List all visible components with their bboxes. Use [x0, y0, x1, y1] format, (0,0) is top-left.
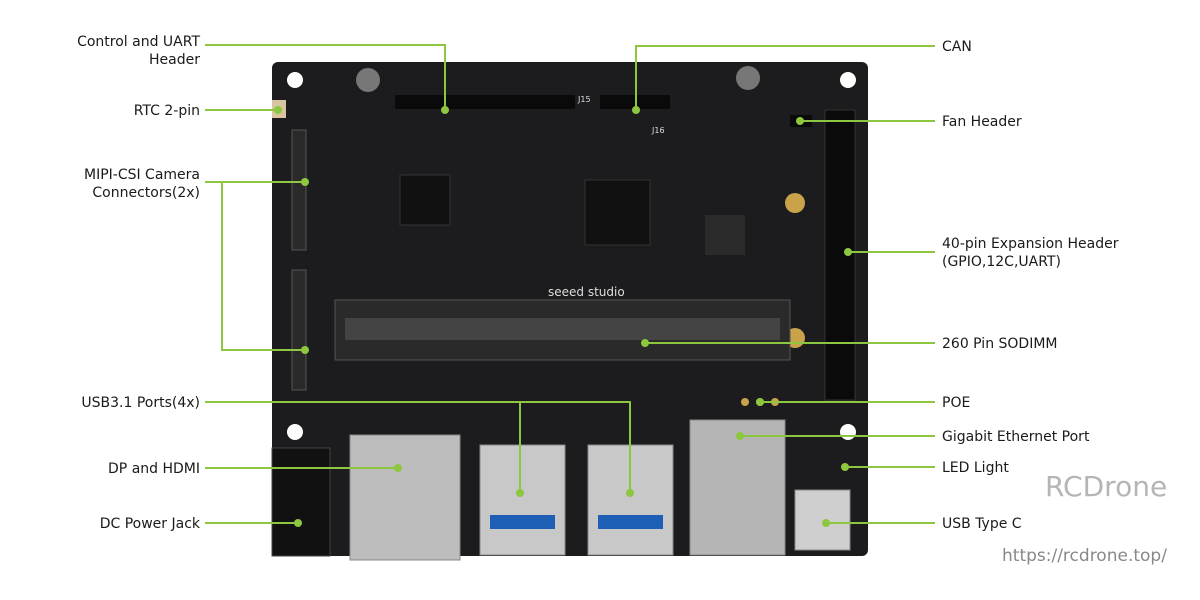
label-usb31: USB3.1 Ports(4x) [81, 395, 200, 411]
leader-dots [274, 106, 852, 527]
label-rtc: RTC 2-pin [133, 103, 200, 119]
label-line: 40-pin Expansion Header [942, 236, 1119, 252]
watermark-logo: RCDrone [1045, 470, 1168, 503]
label-can: CAN [942, 39, 972, 55]
mipi-connector-1 [291, 129, 307, 251]
label-line: MIPI-CSI Camera [83, 167, 200, 183]
label-sodimm: 260 Pin SODIMM [942, 336, 1058, 352]
label-line: (GPIO,12C,UART) [942, 254, 1061, 270]
dp-hdmi-port [349, 434, 461, 561]
label-dc-jack: DC Power Jack [99, 516, 200, 532]
label-ethernet: Gigabit Ethernet Port [942, 429, 1090, 445]
j15-silkscreen: J15 [577, 95, 591, 104]
carrier-board [271, 62, 868, 561]
label-fan-header: Fan Header [942, 114, 1022, 130]
j16-silkscreen: J16 [651, 126, 665, 135]
usb-c-port [794, 489, 851, 551]
watermark-url: https://rcdrone.top/ [1002, 546, 1167, 566]
dc-power-jack [271, 447, 331, 557]
label-led: LED Light [942, 460, 1009, 476]
label-line: Connectors(2x) [92, 185, 200, 201]
ethernet-port [689, 419, 786, 556]
mipi-connector-2 [291, 269, 307, 391]
label-dp-hdmi: DP and HDMI [108, 461, 200, 477]
label-expansion-header: 40-pin Expansion Header (GPIO,12C,UART) [942, 235, 1118, 271]
label-mipi-csi: MIPI-CSI Camera Connectors(2x) [84, 166, 200, 202]
usb-port-stack-1 [479, 444, 566, 556]
leader-lines [205, 44, 935, 524]
label-line: Header [149, 52, 200, 68]
brand-silkscreen: seeed studio [548, 285, 625, 299]
label-line: Control and UART [77, 34, 200, 50]
label-poe: POE [942, 395, 971, 411]
control-uart-header [395, 95, 575, 109]
label-control-uart-header: Control and UART Header [77, 33, 200, 69]
label-usb-c: USB Type C [942, 516, 1022, 532]
